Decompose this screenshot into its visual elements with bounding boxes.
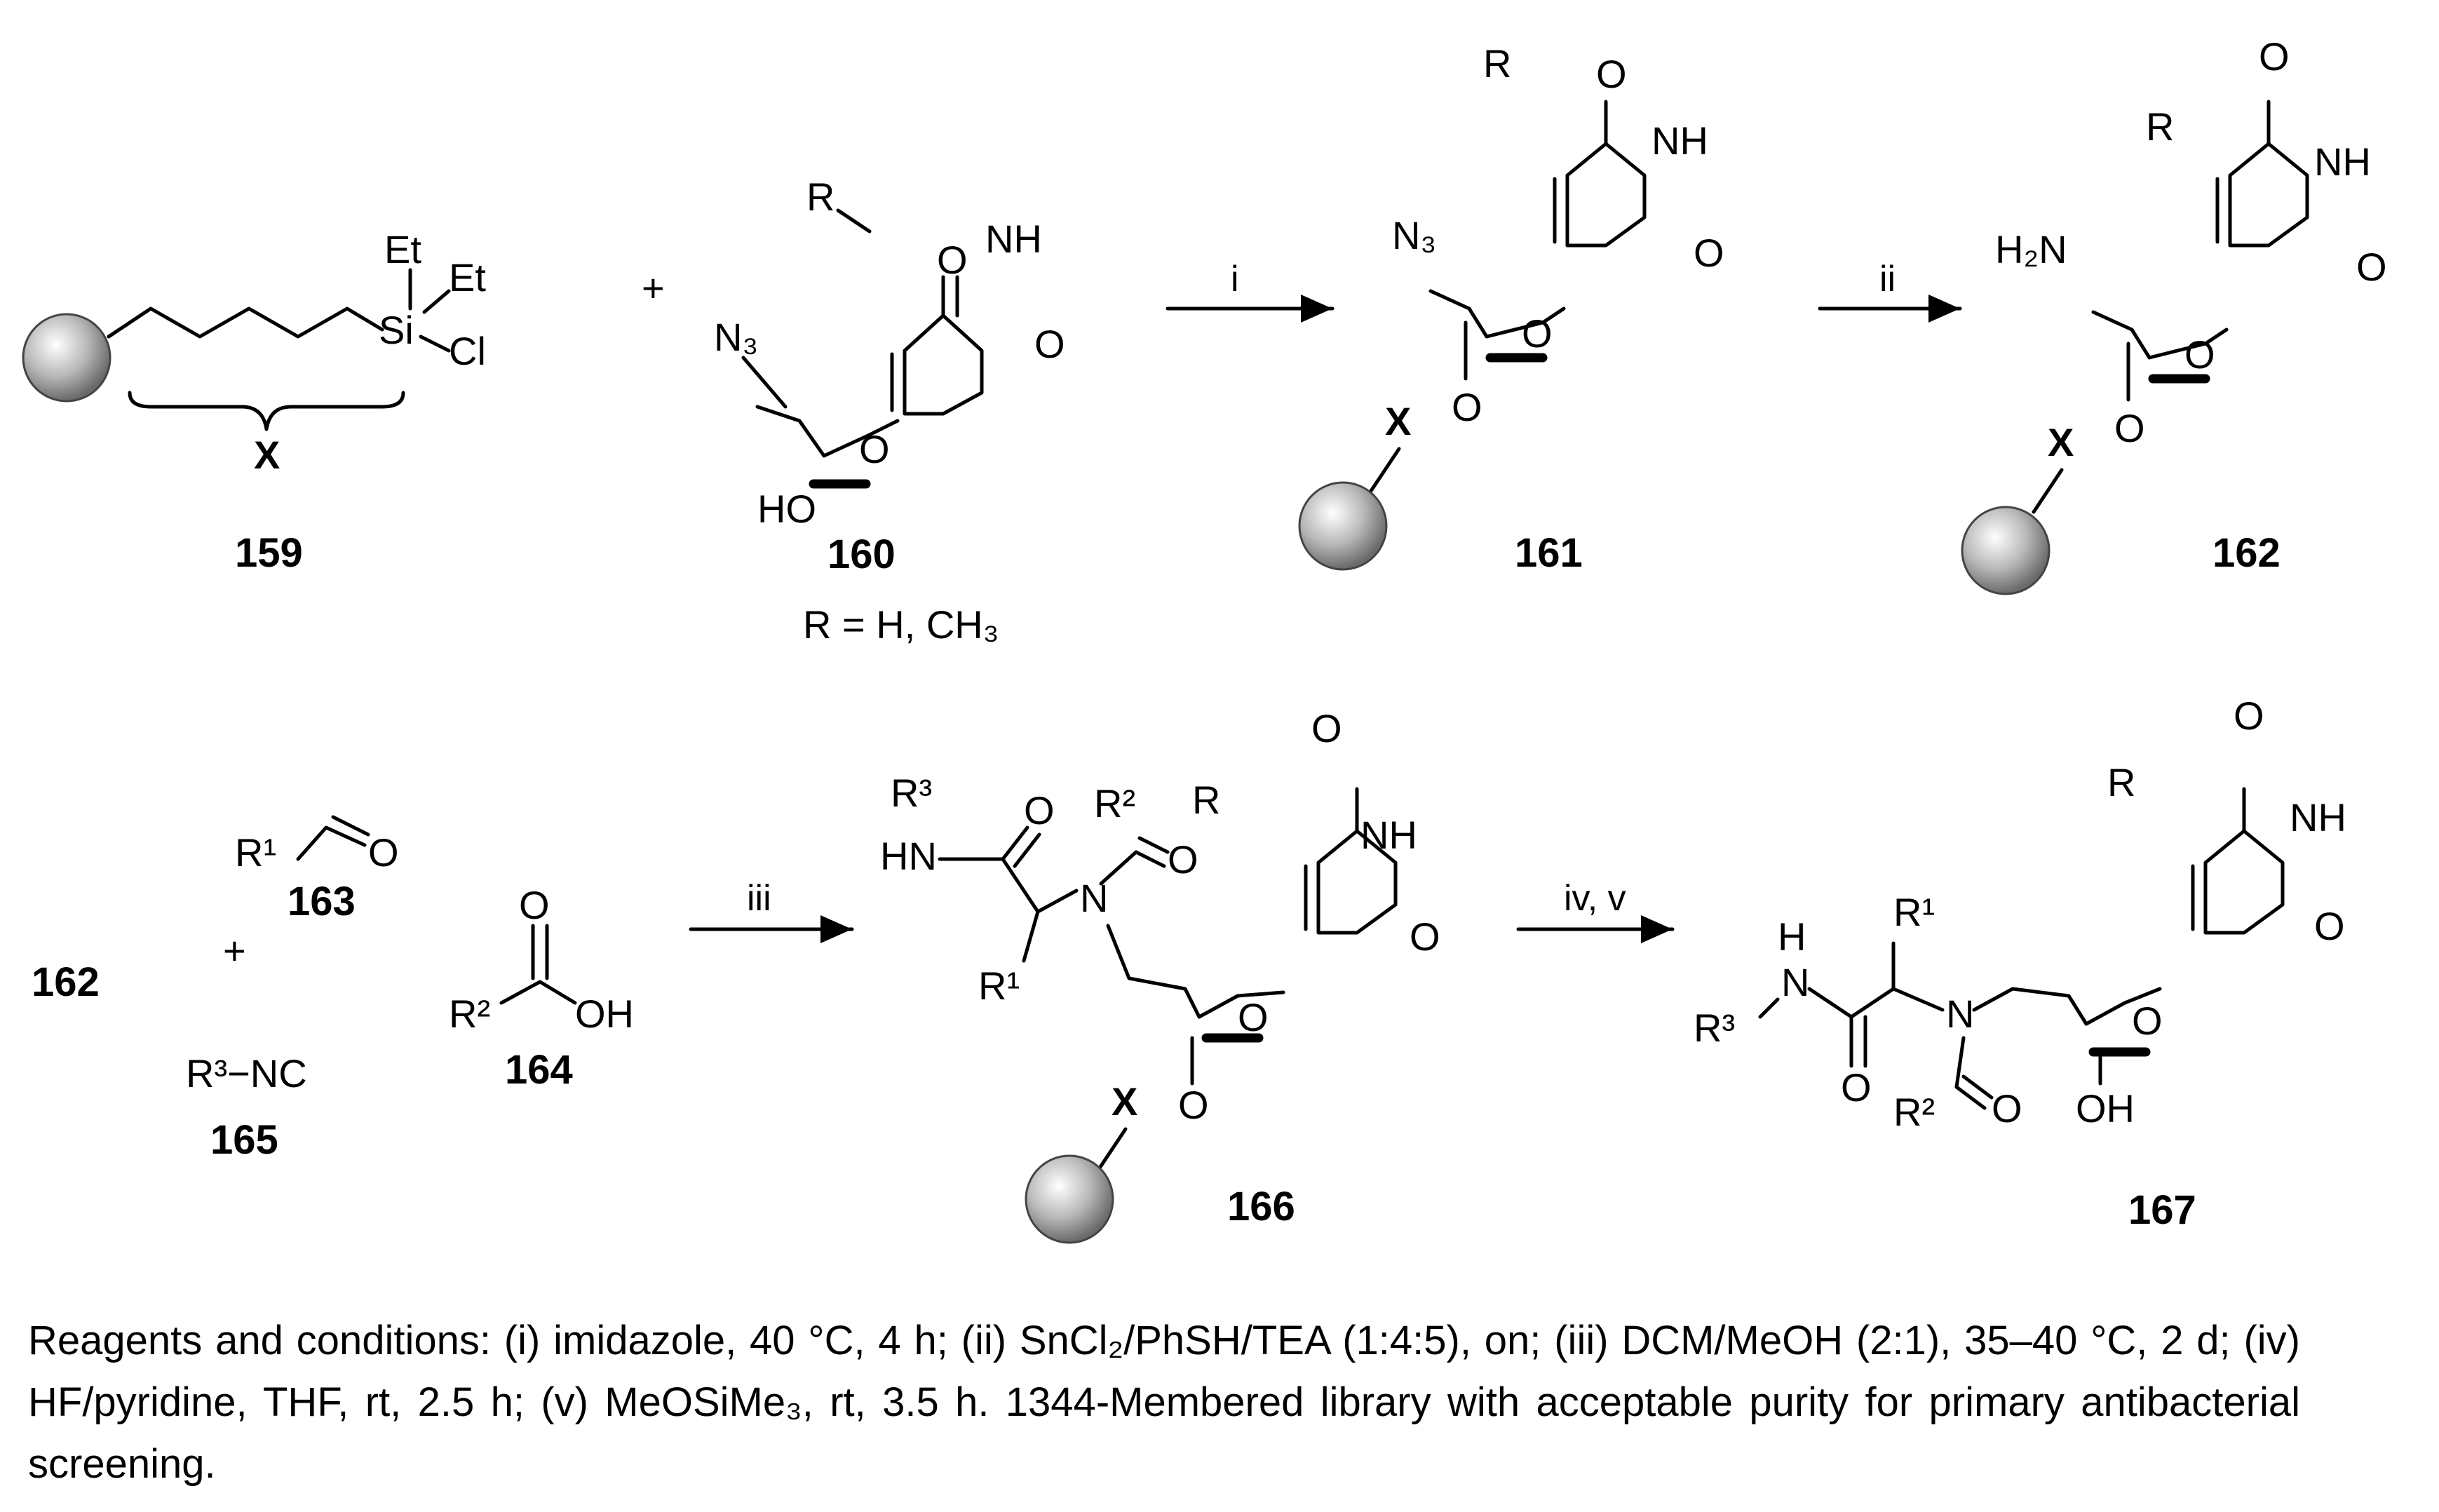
compound-160: O NH R O O N₃ HO 160 R = H, CH₃ xyxy=(714,175,1065,647)
atom-hn: HN xyxy=(880,834,937,878)
resin-bead xyxy=(1025,1154,1114,1244)
compound-number: 162 xyxy=(32,959,100,1005)
step-label: ii xyxy=(1879,259,1896,299)
atom-r1: R¹ xyxy=(235,830,276,875)
atom-nh: NH xyxy=(1651,119,1708,163)
atom-o: O xyxy=(937,238,968,282)
atom-r1: R¹ xyxy=(1893,890,1935,934)
linker-x-label: X xyxy=(2048,420,2074,464)
atom-o: O xyxy=(2259,34,2290,79)
compound-167: H N R³ O R¹ N O R² O OH O NH R O 167 xyxy=(1694,694,2346,1233)
atom-o: O xyxy=(859,427,890,471)
compound-number: 159 xyxy=(235,530,303,576)
atom-o: O xyxy=(1522,311,1553,356)
linker-x-label: X xyxy=(1385,399,1411,443)
atom-o: O xyxy=(2132,999,2163,1043)
atom-r: R xyxy=(806,175,835,219)
atom-o: O xyxy=(1168,837,1198,882)
atom-o: O xyxy=(2184,332,2215,377)
compound-number: 163 xyxy=(288,879,356,924)
compound-number: 167 xyxy=(2128,1187,2196,1233)
atom-o: O xyxy=(1238,995,1269,1039)
atom-nh: NH xyxy=(985,217,1042,261)
atom-cl: Cl xyxy=(449,329,486,373)
compound-number: 166 xyxy=(1227,1184,1295,1229)
atom-si: Si xyxy=(379,308,414,352)
compound-number: 165 xyxy=(210,1117,278,1163)
atom-n3: N₃ xyxy=(1392,213,1436,257)
compound-number: 162 xyxy=(2212,530,2281,576)
atom-o: O xyxy=(2356,245,2387,289)
atom-o: O xyxy=(1410,914,1440,959)
compound-159: Si Et Et Cl X 159 xyxy=(22,227,486,576)
compound-162: O NH R O O H₂N O X 162 xyxy=(1961,34,2387,595)
reaction-scheme: Si Et Et Cl X 159 + O NH R O O N₃ HO 160… xyxy=(22,34,2387,1244)
resin-bead xyxy=(1298,481,1388,571)
atom-nh: NH xyxy=(1360,813,1417,857)
atom-o: O xyxy=(1178,1083,1209,1127)
plus-sign: + xyxy=(223,929,246,973)
compound-164: O R² OH 164 xyxy=(449,883,634,1093)
atom-o: O xyxy=(2114,406,2145,450)
reagents-caption: Reagents and conditions: (i) imidazole, … xyxy=(28,1318,2300,1487)
atom-oh: OH xyxy=(575,992,634,1036)
atom-o: O xyxy=(1841,1065,1872,1109)
atom-et: Et xyxy=(384,227,421,271)
step-label: iv, v xyxy=(1564,878,1626,919)
atom-r: R xyxy=(1192,778,1220,822)
atom-r2: R² xyxy=(1893,1090,1935,1134)
atom-o: O xyxy=(1452,385,1482,429)
atom-r: R xyxy=(1483,41,1511,86)
plus-sign: + xyxy=(642,266,665,310)
atom-nh: NH xyxy=(2290,795,2346,839)
compound-161: O NH R O O N₃ O X 161 xyxy=(1298,41,1724,576)
atom-o: O xyxy=(368,830,399,875)
atom-o: O xyxy=(1596,52,1627,96)
compound-163: R¹ O 163 xyxy=(235,815,399,924)
r-substituent-note: R = H, CH₃ xyxy=(803,602,999,647)
compound-166: R³ HN O N R¹ R² O O O NH R O O X 166 xyxy=(880,706,1440,1244)
atom-o: O xyxy=(519,883,550,927)
linker-x-label: X xyxy=(1112,1079,1137,1123)
atom-o: O xyxy=(1694,231,1724,275)
compound-number: 160 xyxy=(827,532,896,577)
step-label: iii xyxy=(747,878,771,919)
resin-bead xyxy=(22,313,112,403)
step-label: i xyxy=(1231,259,1239,299)
atom-r: R xyxy=(2107,760,2135,804)
atom-o: O xyxy=(2314,904,2345,948)
atom-o: O xyxy=(1992,1086,2022,1130)
atom-n: N xyxy=(1781,960,1809,1004)
atom-o: O xyxy=(1024,788,1055,832)
atom-h: H xyxy=(1778,914,1806,959)
atom-r2: R² xyxy=(449,992,490,1036)
atom-n: N xyxy=(1946,992,1974,1036)
linker-x-label: X xyxy=(254,433,280,477)
atom-r3: R³ xyxy=(1694,1006,1735,1050)
atom-r1: R¹ xyxy=(978,964,1020,1008)
atom-h2n: H₂N xyxy=(1995,227,2067,271)
atom-nh: NH xyxy=(2314,140,2371,184)
compound-number: 161 xyxy=(1515,530,1583,576)
atom-r2: R² xyxy=(1094,781,1135,825)
atom-o: O xyxy=(2234,694,2264,738)
compound-number: 164 xyxy=(505,1047,573,1093)
atom-o: O xyxy=(1311,706,1342,750)
resin-bead xyxy=(1961,506,2050,595)
atom-et: Et xyxy=(449,255,486,299)
atom-oh: OH xyxy=(2076,1086,2135,1130)
atom-r3: R³ xyxy=(891,771,932,815)
compound-165: R³−NC 165 xyxy=(186,1051,307,1163)
atom-o: O xyxy=(1034,322,1065,366)
isocyanide: R³−NC xyxy=(186,1051,307,1095)
atom-r: R xyxy=(2146,104,2174,149)
atom-n3: N₃ xyxy=(714,315,758,359)
atom-ho: HO xyxy=(757,487,816,531)
